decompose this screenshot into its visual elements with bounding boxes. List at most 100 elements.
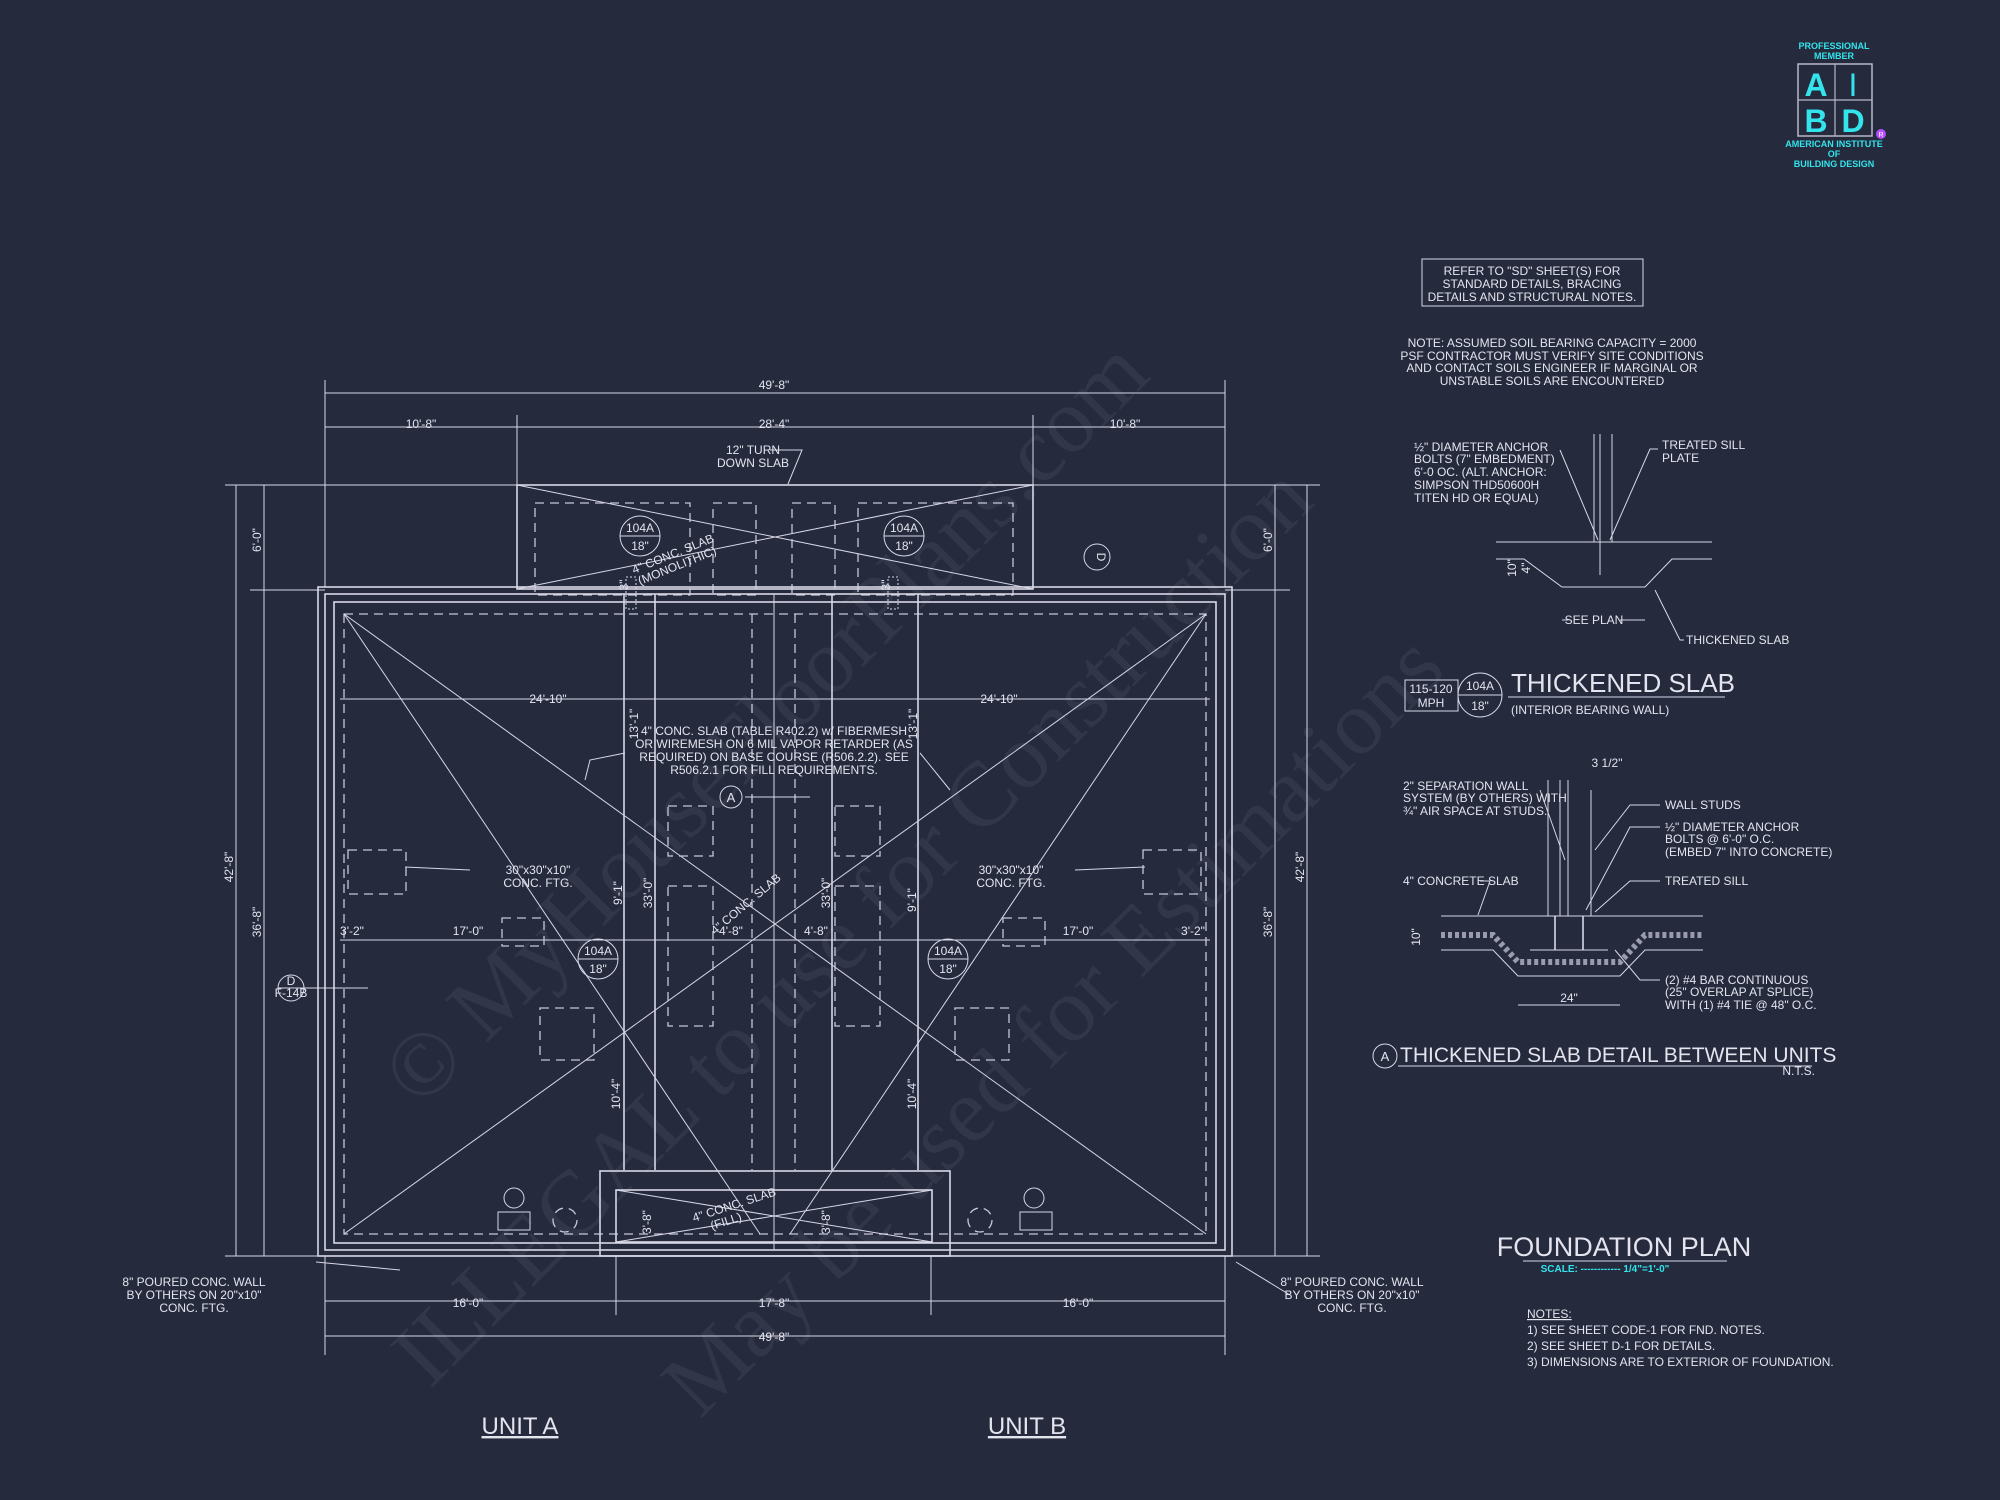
annotation-text: 18"	[631, 539, 649, 553]
annotation-text: 6'-0"	[250, 528, 264, 552]
annotation-text: 3'-8"	[640, 1210, 654, 1234]
annotation-text: 12" TURN	[726, 443, 780, 457]
annotation-text: 42'-8"	[222, 852, 236, 883]
annotation-text: 36'-8"	[1261, 907, 1275, 938]
drawing-circle	[967, 1207, 993, 1233]
annotation-text: 3"	[879, 580, 893, 591]
annotation-text: 24"	[1560, 991, 1578, 1005]
drawing-rect	[625, 576, 637, 610]
dim-top-mid: 28'-4"	[759, 417, 790, 431]
annotation-text: TITEN HD OR EQUAL)	[1414, 491, 1539, 505]
annotation-text: 2" SEPARATION WALL	[1403, 779, 1529, 793]
annotation-text: TREATED SILL	[1665, 874, 1748, 888]
drawing-polyline	[1594, 804, 1660, 851]
section-marker-a: A	[727, 790, 736, 805]
annotation-text: 104A	[890, 521, 918, 535]
drawing-line	[615, 1189, 933, 1243]
drawing-line	[343, 613, 761, 1235]
annotation-text: 18"	[939, 962, 957, 976]
annotation-text: 36'-8"	[250, 907, 264, 938]
drawing-polyline	[1585, 826, 1660, 911]
annotation-text: BY OTHERS ON 20"x10"	[1284, 1288, 1419, 1302]
annotation-text: CONC. FTG.	[976, 876, 1045, 890]
drawing-polyline	[1614, 949, 1660, 981]
tag-104a: 104A 18"	[619, 515, 661, 557]
annotation-text: 9'-1"	[611, 881, 625, 905]
scale-label: SCALE: ------------ 1/4"=1'-0"	[1541, 1264, 1670, 1275]
drawing-rect	[333, 601, 1217, 1244]
drawing-rect	[501, 917, 545, 947]
annotation-text: DOWN SLAB	[717, 456, 789, 470]
drawing-polyline	[1074, 866, 1146, 871]
annotation-text: MPH	[1418, 696, 1445, 710]
drawing-rect	[516, 484, 1034, 590]
drawing-rect	[1002, 917, 1046, 947]
annotation-text: 3'-8"	[819, 1210, 833, 1234]
annotation-text: SYSTEM (BY OTHERS) WITH	[1403, 791, 1567, 805]
annotation-text: 49'-8"	[759, 1330, 790, 1344]
annotation-text: R	[1878, 132, 1883, 139]
drawing-line	[516, 484, 1034, 590]
annotation-text: TREATED SILL	[1662, 438, 1745, 452]
annotation-text: 17'-0"	[1063, 924, 1094, 938]
annotation-text: 42'-8"	[1293, 852, 1307, 883]
annotation-text: WITH (1) #4 TIE @ 48" O.C.	[1665, 998, 1817, 1012]
annotation-text: N.T.S.	[1782, 1064, 1815, 1078]
drawing-circle	[1023, 1187, 1045, 1209]
annotation-text: D	[1841, 103, 1864, 139]
drawing-rect	[324, 593, 1226, 1251]
annotation-text: REQUIRED) ON BASE COURSE (R506.2.2). SEE	[639, 750, 908, 764]
annotation-text: 4" CONC. SLAB	[708, 871, 784, 938]
annotation-text: 6'-0"	[1261, 528, 1275, 552]
drawing-polyline	[1559, 449, 1599, 541]
annotation-text: 30"x30"x10"	[979, 863, 1044, 877]
annotation-text: 17'-0"	[453, 924, 484, 938]
drawing-rect	[954, 1007, 1010, 1061]
annotation-text: 10"	[1409, 928, 1423, 946]
annotation-text: CONC. FTG.	[159, 1301, 228, 1315]
drawing-circle	[552, 1207, 578, 1233]
wall-note-left: 8" POURED CONC. WALL BY OTHERS ON 20"x10…	[122, 1275, 266, 1315]
annotation-text: 104A	[626, 521, 654, 535]
annotation-text: 3'-2"	[340, 924, 364, 938]
drawing-line	[789, 613, 1207, 1235]
annotation-text: NOTES:	[1527, 1307, 1572, 1321]
drawing-polyline	[1539, 789, 1566, 861]
thickened-slab-detail: ½" DIAMETER ANCHOR BOLTS (7" EMBEDMENT) …	[1404, 434, 1789, 718]
tag-104a: 104A 18"	[927, 938, 969, 980]
annotation-text: 17'-8"	[759, 1296, 790, 1310]
drawing-line	[315, 1261, 401, 1271]
annotation-text: A	[1804, 67, 1827, 103]
annotation-text: MEMBER	[1814, 51, 1854, 61]
tag-104a: 104A 18"	[883, 515, 925, 557]
annotation-text: OF	[1828, 149, 1841, 159]
annotation-text: B	[1804, 103, 1827, 139]
drawing-rect	[615, 1189, 933, 1243]
annotation-text: PROFESSIONAL	[1798, 41, 1870, 51]
wall-note-right: 8" POURED CONC. WALL BY OTHERS ON 20"x10…	[1280, 1275, 1424, 1315]
annotation-text: 9'-1"	[905, 888, 919, 912]
drawing-polyline	[1441, 949, 1703, 977]
drawing-rect	[667, 885, 714, 1027]
annotation-text: 16'-0"	[1063, 1296, 1094, 1310]
dim-top-overall: 49'-8"	[759, 378, 790, 392]
annotation-text: PSF CONTRACTOR MUST VERIFY SITE CONDITIO…	[1400, 349, 1703, 363]
annotation-text: 4'-8"	[719, 924, 743, 938]
annotation-text: 4" CONCRETE SLAB	[1403, 874, 1519, 888]
dim-top-right: 10'-8"	[1110, 417, 1141, 431]
drawing-rect	[791, 502, 836, 596]
annotation-text: BOLTS (7" EMBEDMENT)	[1414, 452, 1555, 466]
drawing-line	[1235, 1261, 1291, 1296]
annotation-text: D	[287, 974, 296, 988]
drawing-polyline	[1654, 589, 1684, 641]
drawing-line	[343, 613, 1207, 1235]
detail-title: THICKENED SLAB	[1511, 668, 1735, 698]
annotation-text: UNSTABLE SOILS ARE ENCOUNTERED	[1440, 374, 1665, 388]
drawing-circle	[1083, 543, 1111, 571]
annotation-text: 33'-0"	[819, 878, 833, 909]
slab-note: 4" CONC. SLAB (TABLE R402.2) w/ FIBERMES…	[635, 724, 913, 777]
drawing-rect	[1142, 849, 1202, 895]
annotation-text: 10'-4"	[905, 1079, 919, 1110]
annotation-text: A	[1381, 1049, 1390, 1064]
annotation-text: F-14B	[275, 986, 308, 1000]
